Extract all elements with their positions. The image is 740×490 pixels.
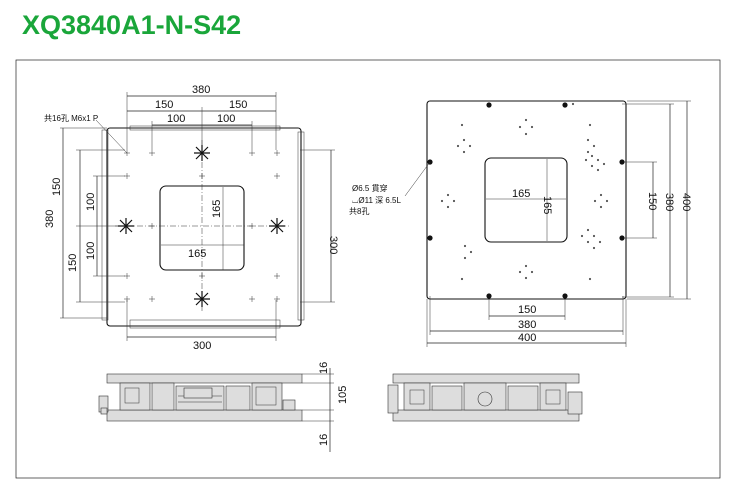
dim-100-right: 100: [217, 113, 235, 125]
bottom-dim-380-width: 380: [518, 319, 536, 331]
side-view-left: 16 105 16: [98, 362, 349, 452]
bottom-view: 165 165 150 380 400 150 380 400 Ø6.5 貫穿 …: [349, 100, 692, 347]
dim-150-upper: 150: [51, 178, 63, 196]
side-dim-16-bottom: 16: [318, 434, 330, 446]
bottom-view-plate: [426, 100, 627, 300]
dim-100-upper: 100: [85, 193, 97, 211]
dim-300-height: 300: [327, 236, 339, 254]
drawing-frame: [15, 59, 721, 479]
side-dim-105: 105: [337, 386, 349, 404]
bottom-hole-note-line2: ⌴Ø11 深 6.5L: [352, 196, 401, 205]
dim-100-lower: 100: [85, 242, 97, 260]
dim-380-width: 380: [192, 84, 210, 96]
side-view-right: [387, 373, 583, 422]
dim-165-aperture-width: 165: [188, 248, 206, 260]
bottom-dim-400-width: 400: [518, 332, 536, 344]
bottom-dim-380-height: 380: [663, 193, 675, 211]
dim-380-height: 380: [44, 210, 56, 228]
bottom-hole-note-line3: 共8孔: [349, 207, 369, 216]
top-view-hole-note: 共16孔 M6x1 P: [44, 114, 98, 123]
dim-100-left: 100: [167, 113, 185, 125]
bottom-view-aperture: [484, 157, 568, 243]
top-view-plate: [106, 127, 302, 327]
bottom-dim-165-width: 165: [512, 188, 530, 200]
page-title: XQ3840A1-N-S42: [22, 10, 242, 40]
bottom-dim-400-height: 400: [680, 193, 692, 211]
dim-150-left: 150: [155, 99, 173, 111]
bottom-hole-note-line1: Ø6.5 貫穿: [352, 183, 388, 193]
dim-150-right: 150: [229, 99, 247, 111]
top-view: 380 150 150 100 100 150 100 380 100 150 …: [44, 84, 339, 352]
top-view-holes: [124, 150, 280, 302]
bottom-dim-150-width: 150: [518, 304, 536, 316]
bottom-view-tapped-holes: [440, 102, 609, 281]
bottom-view-through-holes: [427, 102, 625, 299]
dim-300-width: 300: [193, 340, 211, 352]
bottom-dim-150-height: 150: [646, 192, 658, 210]
dim-165-aperture-height: 165: [211, 200, 223, 218]
top-view-fixture-marks: [118, 145, 285, 307]
bottom-dim-165-height: 165: [541, 196, 553, 214]
dim-150-lower: 150: [67, 254, 79, 272]
side-dim-16-top: 16: [318, 362, 330, 374]
